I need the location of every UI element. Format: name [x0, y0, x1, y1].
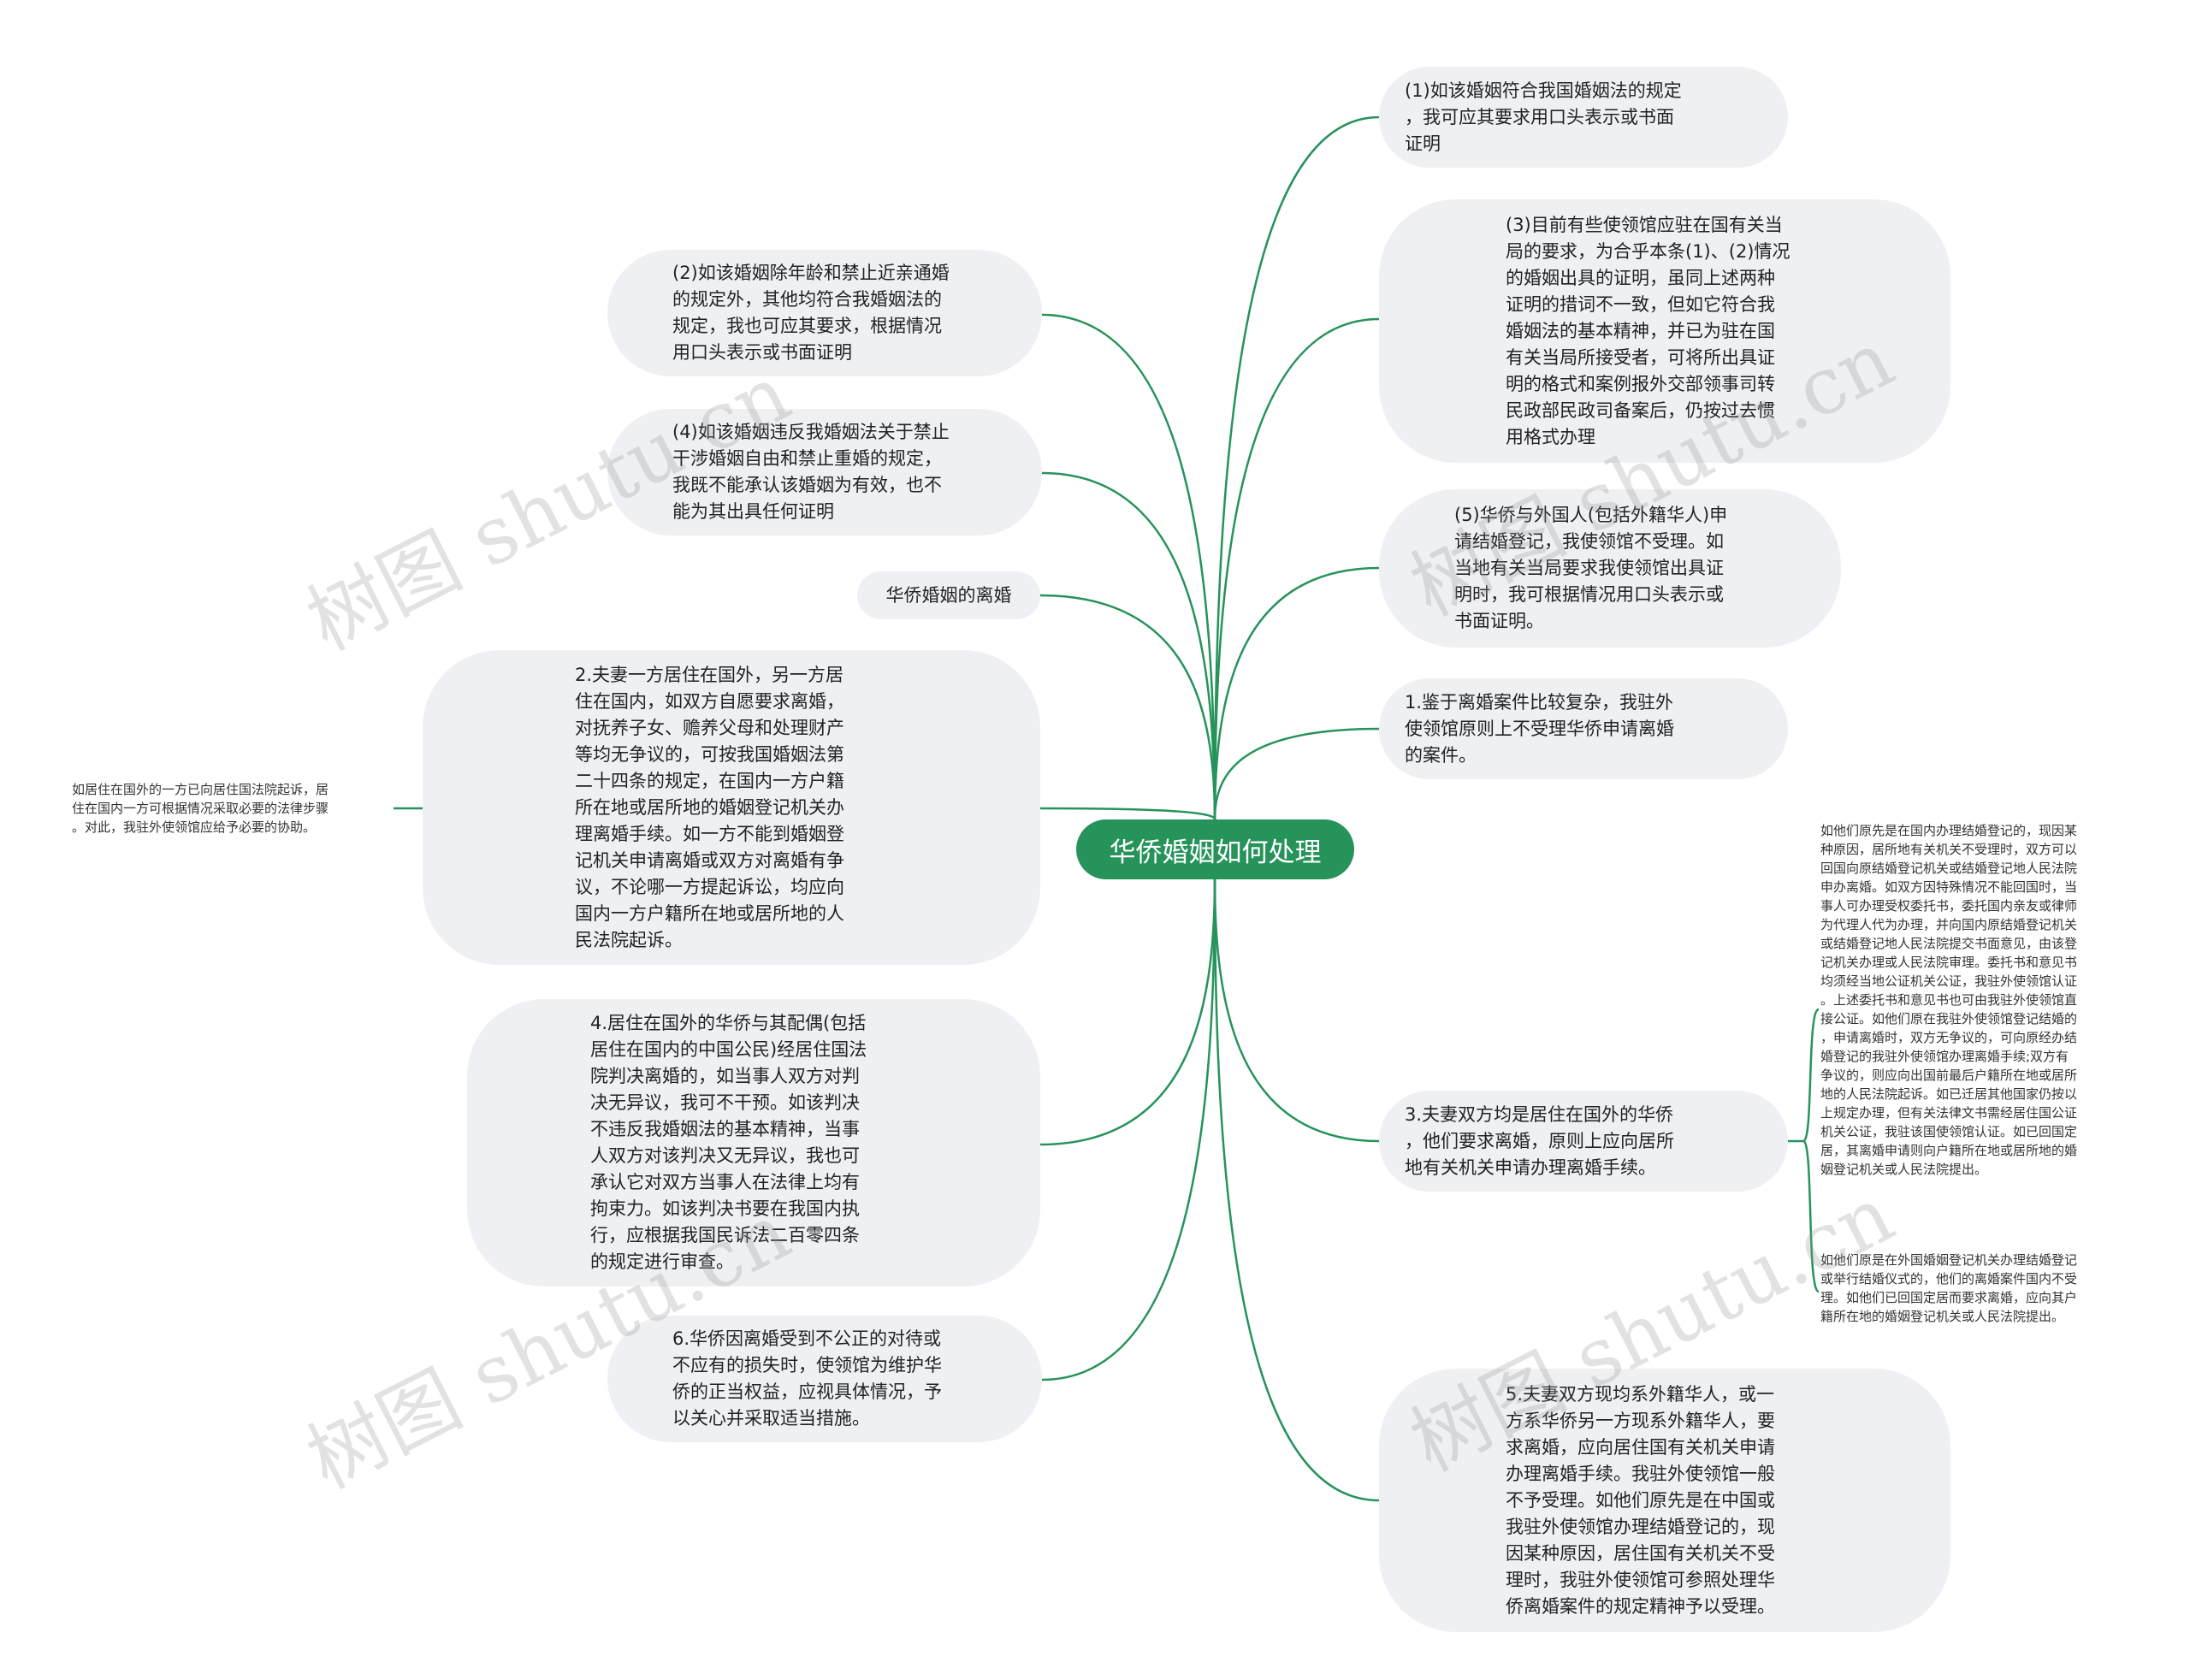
root-label: 华侨婚姻如何处理	[1109, 837, 1322, 868]
edge-r1	[1213, 115, 1380, 820]
edge-r4	[1213, 727, 1380, 820]
node-r6-text: 5.夫妻双方现均系外籍华人，或一 方系华侨另一方现系外籍华人，要 求离婚，应向居…	[1506, 1383, 1775, 1617]
edge-l2	[1041, 471, 1216, 820]
node-r6[interactable]: 5.夫妻双方现均系外籍华人，或一 方系华侨另一方现系外籍华人，要 求离婚，应向居…	[1379, 1369, 1950, 1632]
node-rr1-text: 如他们原先是在国内办理结婚登记的，现因某 种原因，居所地有关机关不受理时，双方可…	[1820, 823, 2078, 1177]
node-r5-text: 3.夫妻双方均是居住在国外的华侨 ，他们要求离婚，原则上应向居所 地有关机关申请…	[1405, 1103, 1674, 1178]
node-l5-text: 4.居住在国外的华侨与其配偶(包括 居住在国内的中国公民)经居住国法 院判决离婚…	[590, 1013, 867, 1272]
node-ll1-text: 如居住在国外的一方已向居住国法院起诉，居 住在国内一方可根据情况采取必要的法律步…	[72, 782, 329, 835]
node-r5[interactable]: 3.夫妻双方均是居住在国外的华侨 ，他们要求离婚，原则上应向居所 地有关机关申请…	[1379, 1091, 1788, 1192]
edge-rr1	[1802, 1008, 1820, 1143]
edge-r5	[1213, 878, 1380, 1143]
node-r4[interactable]: 1.鉴于离婚案件比较复杂，我驻外 使领馆原则上不受理华侨申请离婚 的案件。	[1379, 678, 1788, 779]
node-l2[interactable]: (4)如该婚姻违反我婚姻法关于禁止 干涉婚姻自由和禁止重婚的规定， 我既不能承认…	[607, 409, 1042, 535]
edge-l5	[1039, 878, 1216, 1146]
edge-r6	[1213, 878, 1380, 1502]
node-l2-text: (4)如该婚姻违反我婚姻法关于禁止 干涉婚姻自由和禁止重婚的规定， 我既不能承认…	[672, 422, 950, 522]
edge-rr2	[1802, 1139, 1820, 1293]
node-l1-text: (2)如该婚姻除年龄和禁止近亲通婚 的规定外，其他均符合我婚姻法的 规定，我也可…	[672, 263, 950, 363]
node-ll1[interactable]: 如居住在国外的一方已向居住国法院起诉，居 住在国内一方可根据情况采取必要的法律步…	[72, 780, 397, 837]
node-r4-text: 1.鉴于离婚案件比较复杂，我驻外 使领馆原则上不受理华侨申请离婚 的案件。	[1405, 691, 1674, 766]
node-r1-text: (1)如该婚姻符合我国婚姻法的规定 ，我可应其要求用口头表示或书面 证明	[1405, 80, 1682, 154]
node-l5[interactable]: 4.居住在国外的华侨与其配偶(包括 居住在国内的中国公民)经居住国法 院判决离婚…	[467, 999, 1040, 1287]
node-l3-text: 华侨婚姻的离婚	[885, 584, 1012, 606]
node-r3-text: (5)华侨与外国人(包括外籍华人)申 请结婚登记，我使领馆不受理。如 当地有关当…	[1454, 505, 1728, 631]
edge-l3	[1039, 594, 1216, 820]
edge-l4	[1039, 807, 1216, 820]
edge-r3	[1213, 566, 1380, 820]
node-r3[interactable]: (5)华侨与外国人(包括外籍华人)申 请结婚登记，我使领馆不受理。如 当地有关当…	[1379, 489, 1841, 648]
node-l3[interactable]: 华侨婚姻的离婚	[857, 571, 1040, 619]
node-l1[interactable]: (2)如该婚姻除年龄和禁止近亲通婚 的规定外，其他均符合我婚姻法的 规定，我也可…	[607, 250, 1042, 376]
edge-l1	[1041, 313, 1216, 820]
node-r2-text: (3)目前有些使领馆应驻在国有关当 局的要求，为合乎本条(1)、(2)情况 的婚…	[1506, 214, 1790, 447]
node-l6-text: 6.华侨因离婚受到不公正的对待或 不应有的损失时，使领馆为维护华 侨的正当权益，…	[672, 1328, 942, 1429]
node-r1[interactable]: (1)如该婚姻符合我国婚姻法的规定 ，我可应其要求用口头表示或书面 证明	[1379, 67, 1788, 168]
node-l4-text: 2.夫妻一方居住在国外，另一方居 住在国内，如双方自愿要求离婚， 对抚养子女、赡…	[575, 664, 844, 950]
node-rr1[interactable]: 如他们原先是在国内办理结婚登记的，现因某 种原因，居所地有关机关不受理时，双方可…	[1820, 821, 2163, 1179]
node-rr2[interactable]: 如他们原是在外国婚姻登记机关办理结婚登记 或举行结婚仪式的，他们的离婚案件国内不…	[1820, 1251, 2163, 1326]
node-l4[interactable]: 2.夫妻一方居住在国外，另一方居 住在国内，如双方自愿要求离婚， 对抚养子女、赡…	[423, 650, 1040, 965]
edge-l6	[1041, 878, 1216, 1381]
node-rr2-text: 如他们原是在外国婚姻登记机关办理结婚登记 或举行结婚仪式的，他们的离婚案件国内不…	[1820, 1252, 2078, 1324]
node-l6[interactable]: 6.华侨因离婚受到不公正的对待或 不应有的损失时，使领馆为维护华 侨的正当权益，…	[607, 1316, 1042, 1442]
root-node[interactable]: 华侨婚姻如何处理	[1076, 819, 1354, 879]
node-r2[interactable]: (3)目前有些使领馆应驻在国有关当 局的要求，为合乎本条(1)、(2)情况 的婚…	[1379, 199, 1950, 463]
edge-r2	[1213, 317, 1380, 820]
